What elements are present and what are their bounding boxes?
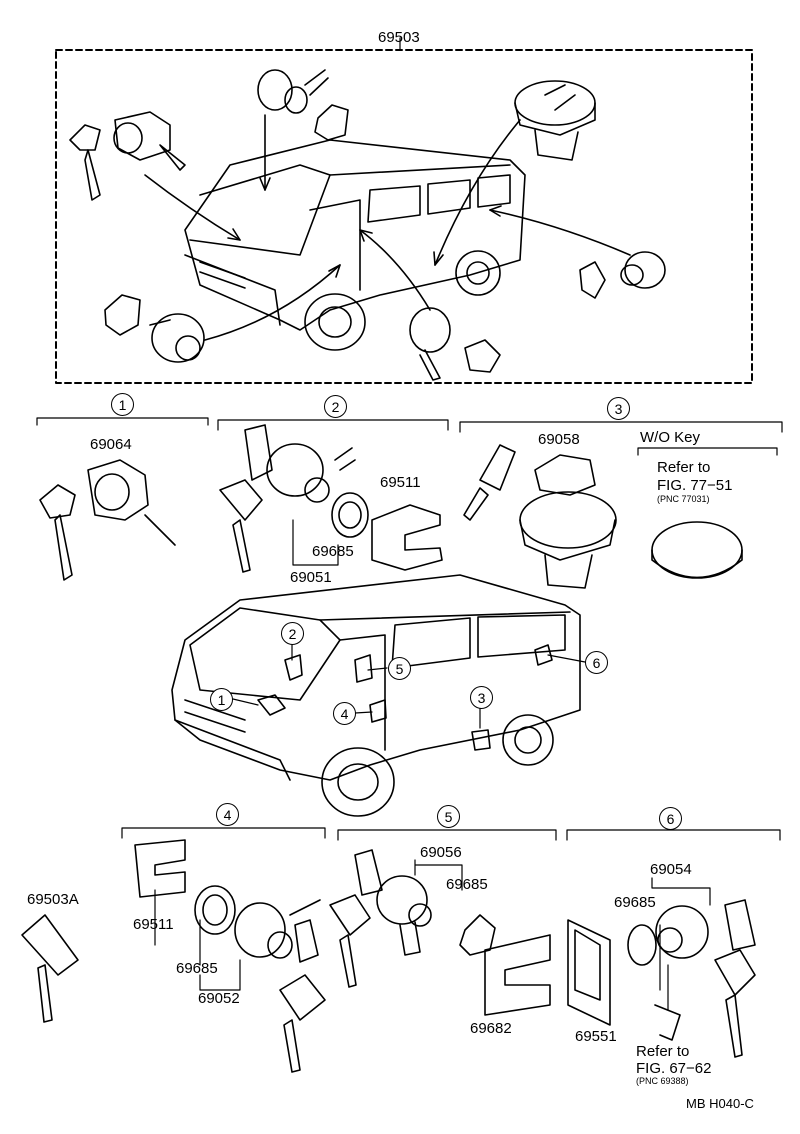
van-callout-4: 4 <box>333 702 356 725</box>
loose-key-69503A <box>21 914 79 1023</box>
g6-note-line3: (PNC 69388) <box>636 1076 689 1086</box>
g5-leaders <box>414 859 463 891</box>
g3-note-line2: FIG. 77−51 <box>657 477 733 494</box>
g1-ignition-lock <box>39 459 176 581</box>
group-callout-2: 2 <box>324 395 347 418</box>
g4-part-label-69685: 69685 <box>176 960 218 977</box>
g4-part-label-69052: 69052 <box>198 990 240 1007</box>
g3-subheader: W/O Key <box>640 429 701 446</box>
g2-door-lock <box>219 424 443 573</box>
kit-part-number: 69503 <box>378 29 420 46</box>
kit-dashed-box <box>55 49 753 384</box>
top-rear-door-lock <box>257 69 349 141</box>
g5-slide-lock <box>329 849 551 1016</box>
van-callout-3: 3 <box>470 686 493 709</box>
center-van-callout-leaders <box>232 643 586 729</box>
g5-part-label-69685: 69685 <box>446 876 488 893</box>
drawing-code: MB H040-C <box>686 1096 754 1111</box>
g2-part-label-69511: 69511 <box>380 474 421 491</box>
group-callout-5: 5 <box>437 805 460 828</box>
g4-door-lock <box>134 839 326 1073</box>
top-kit-arrows <box>144 114 631 341</box>
van-callout-6: 6 <box>585 651 608 674</box>
g3-cap-no-key <box>651 521 743 579</box>
g6-part-label-69054: 69054 <box>650 861 692 878</box>
center-van-lock-icons <box>257 644 553 751</box>
g6-note-line1: Refer to <box>636 1043 690 1060</box>
g6-leaders <box>651 877 711 1011</box>
top-van-outline <box>184 139 526 351</box>
top-slide-door-lock <box>409 307 501 381</box>
group-brackets <box>36 417 783 841</box>
loose-key-label: 69503A <box>27 891 79 908</box>
g6-side-lock <box>567 899 756 1058</box>
van-callout-1: 1 <box>210 688 233 711</box>
g6-note-line2: FIG. 67−62 <box>636 1060 712 1077</box>
g3-fuel-lock <box>463 444 617 589</box>
g3-note-line3: (PNC 77031) <box>657 494 710 504</box>
van-callout-5: 5 <box>388 657 411 680</box>
g3-part-label: 69058 <box>538 431 580 448</box>
top-side-door-lock <box>579 251 666 299</box>
g2-part-label-69051: 69051 <box>290 569 332 586</box>
g4-leaders <box>154 889 241 991</box>
g6-part-label-69551: 69551 <box>575 1028 617 1045</box>
group-callout-4: 4 <box>216 803 239 826</box>
g2-leader <box>292 519 339 566</box>
g6-part-label-69685: 69685 <box>614 894 656 911</box>
group-callout-1: 1 <box>111 393 134 416</box>
top-ignition-lock <box>69 111 186 201</box>
g3-note-line1: Refer to <box>657 459 711 476</box>
g4-part-label-69511: 69511 <box>133 916 174 933</box>
top-driver-door-lock <box>104 294 205 363</box>
g1-part-label: 69064 <box>90 436 132 453</box>
group-callout-3: 3 <box>607 397 630 420</box>
center-van-outline <box>171 574 581 817</box>
group-callout-6: 6 <box>659 807 682 830</box>
g2-part-label-69685: 69685 <box>312 543 354 560</box>
g5-part-label-69682: 69682 <box>470 1020 512 1037</box>
top-fuel-cap <box>514 80 596 161</box>
g5-part-label-69056: 69056 <box>420 844 462 861</box>
van-callout-2: 2 <box>281 622 304 645</box>
